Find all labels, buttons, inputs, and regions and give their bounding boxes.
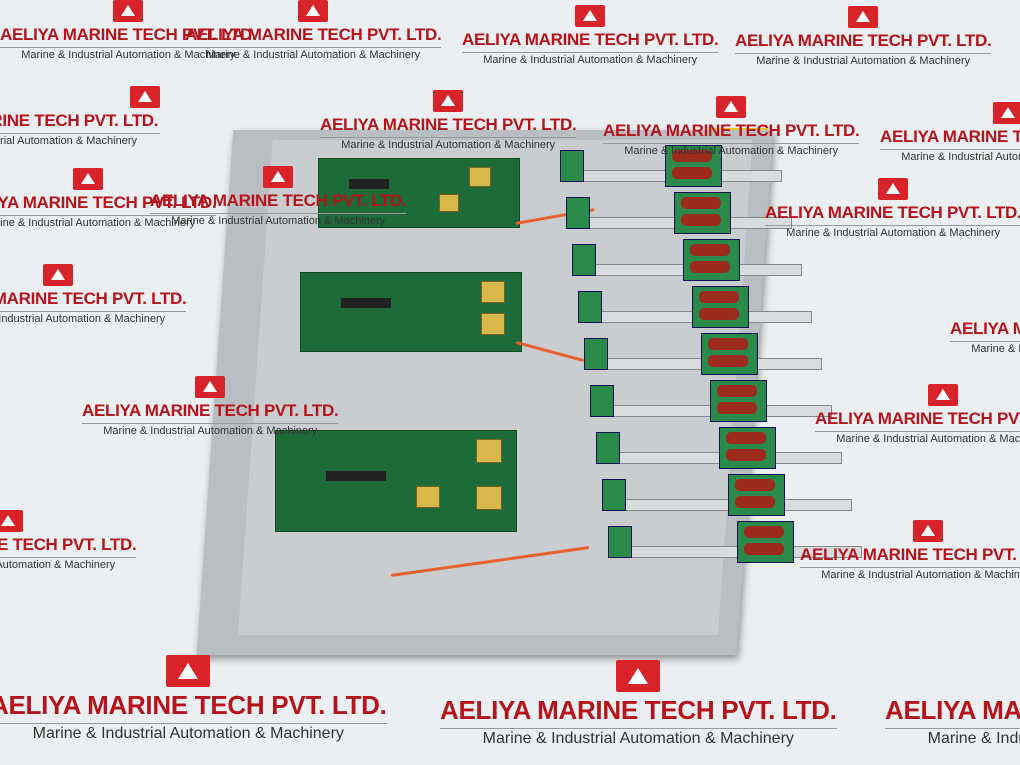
- watermark: AELIYA MARINE TECH PVT. LTD.Marine & Ind…: [320, 90, 577, 151]
- watermark: AELIYA MARINE TECH PVT. LTD.Marine & Ind…: [0, 655, 387, 743]
- watermark: AELIYA MARINE TECH PVT. LTD.Marine & Ind…: [0, 264, 187, 325]
- watermark: AELIYA MARINE TECH PVT. LTD.Marine & Ind…: [0, 510, 137, 571]
- watermark: AELIYA MARINE TECH PVT. LTD.Marine & Ind…: [0, 86, 160, 147]
- watermark: AELIYA MARINE TECH PVT. LTD.Marine & Ind…: [603, 96, 860, 157]
- watermark: AELIYA MARINE TECH PVT. LTD.Marine & Ind…: [462, 5, 719, 66]
- watermark: AELIYA MARINE TECH PVT. LTD.Marine & Ind…: [800, 520, 1020, 581]
- watermark: AELIYA MARINE TECH PVT. LTD.Marine & Ind…: [150, 166, 407, 227]
- watermark: AELIYA MARINE TECH PVT. LTD.Marine & Ind…: [885, 660, 1020, 748]
- control-board-1: [318, 158, 520, 228]
- watermark: AELIYA MARINE TECH PVT. LTD.Marine & Ind…: [440, 660, 837, 748]
- watermark: AELIYA MARINE TECH PVT. LTD.Marine & Ind…: [82, 376, 339, 437]
- watermark: AELIYA MARINE TECH PVT. LTD.Marine & Ind…: [185, 0, 442, 61]
- watermark: AELIYA MARINE TECH PVT. LTD.Marine & Ind…: [765, 178, 1020, 239]
- watermark: AELIYA MARINE TECH PVT. LTD.Marine & Ind…: [0, 168, 217, 229]
- watermark: AELIYA MARINE TECH PVT. LTD.Marine & Ind…: [0, 0, 257, 61]
- watermark: AELIYA MARINE TECH PVT. LTD.Marine & Ind…: [815, 384, 1020, 445]
- watermark: AELIYA MARINE TECH PVT. LTD.Marine & Ind…: [735, 6, 992, 67]
- watermark: AELIYA MARINE TECH PVT. LTD.Marine & Ind…: [950, 294, 1020, 355]
- control-board-2: [300, 272, 522, 352]
- watermark: AELIYA MARINE TECH PVT. LTD.Marine & Ind…: [880, 102, 1020, 163]
- control-board-3: [275, 430, 517, 532]
